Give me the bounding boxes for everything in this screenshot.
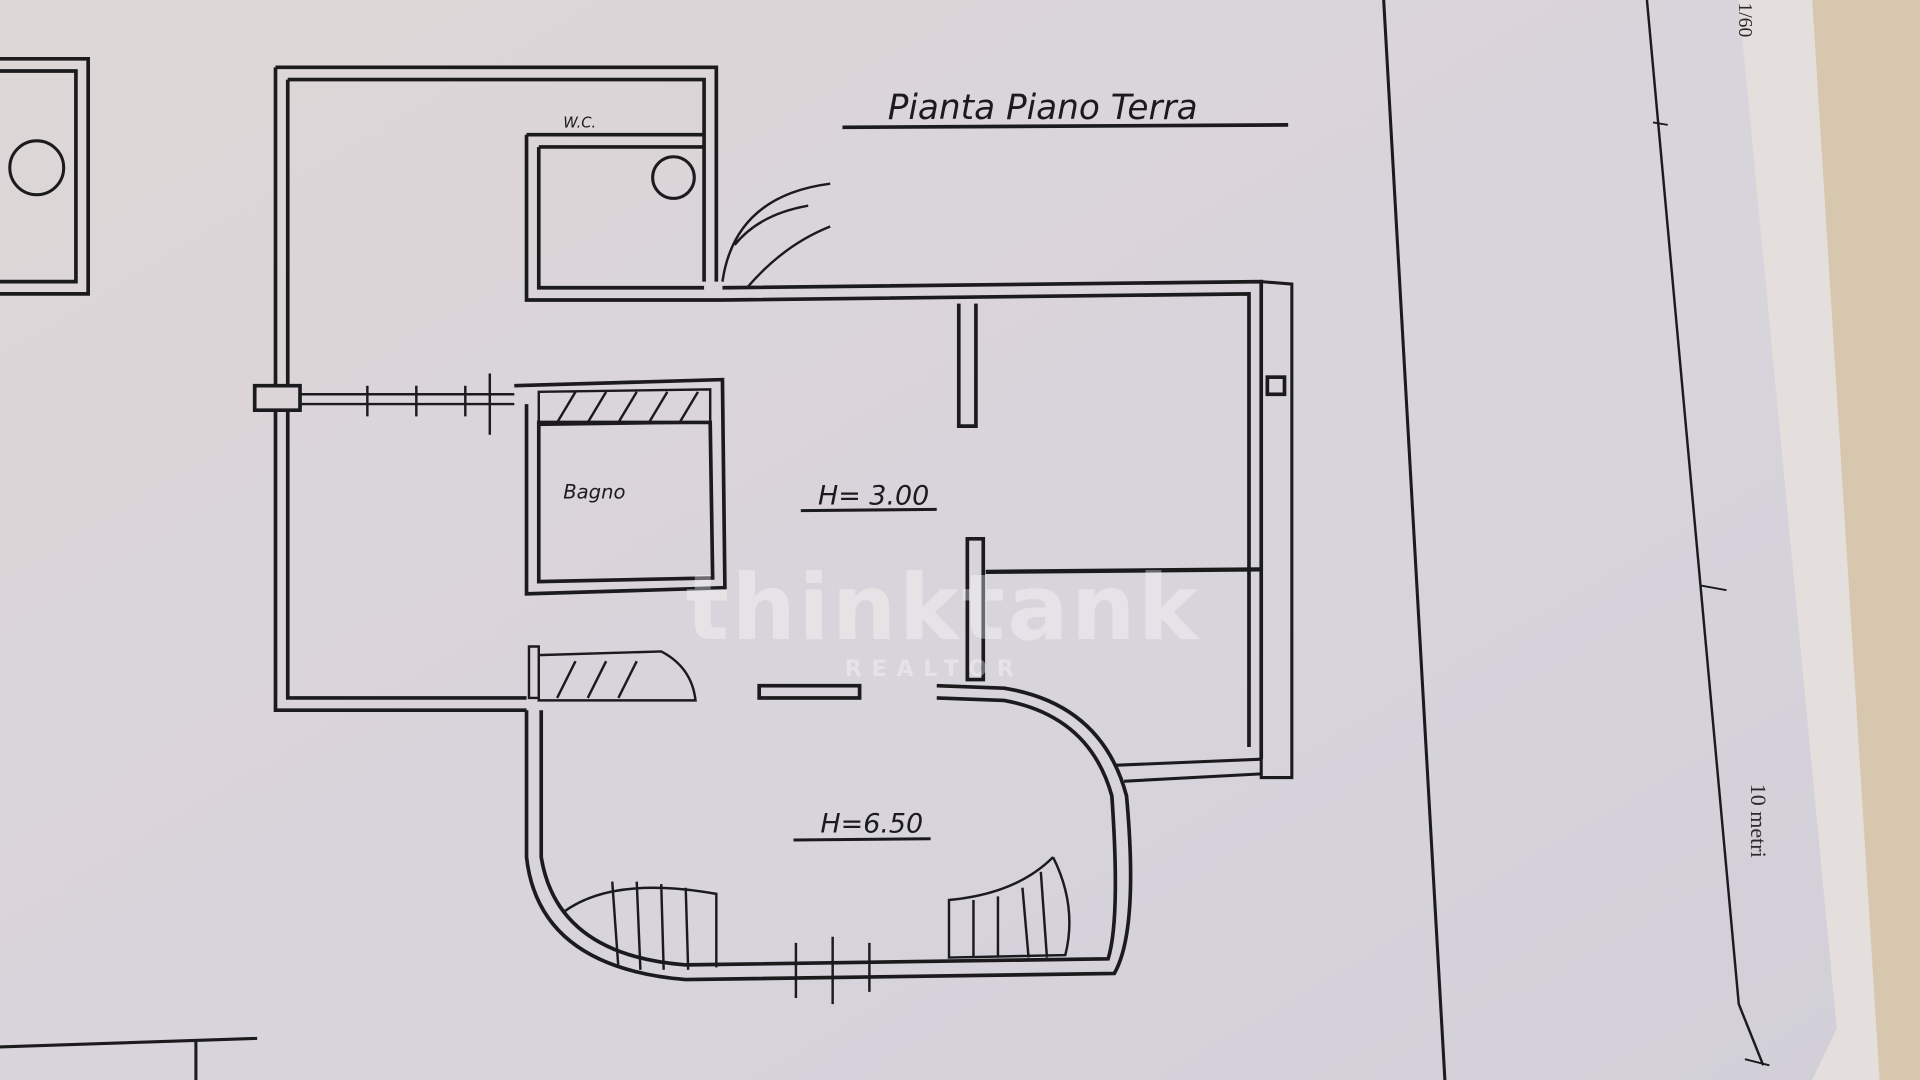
watermark-logo: thinktank [686,556,1201,661]
margin-line [1382,0,1447,1080]
wc-spiral-stair-icon [651,155,696,200]
main-room-height: H= 3.00 [818,480,929,511]
partition-wall [965,536,986,682]
scale-bar [1645,0,1765,1066]
outer-wall [273,67,527,713]
wc-wall [524,132,723,302]
door-mark [794,936,871,1005]
corner-mark: 1/60 [1734,2,1755,37]
watermark-subtitle: REALTOR [845,657,1024,682]
scale-tick [1652,121,1770,1067]
main-wall-right [1259,279,1294,780]
partition-wall [956,303,978,428]
height-underline [793,507,937,842]
hall-stair-right [947,856,1071,959]
spiral-stair-icon [8,139,66,197]
scale-label: 10 metri [1746,784,1771,858]
plan-title: Pianta Piano Terra [888,88,1198,128]
bathroom-hatch [537,388,712,427]
partition-line [985,567,1262,574]
window-marks [300,373,515,435]
lower-fragment [0,1036,258,1080]
outer-wall [275,65,719,282]
wall-nub [1265,375,1287,397]
hall-height: H=6.50 [820,809,923,840]
wc-label: W.C. [563,114,596,131]
oval-link-wall [1114,757,1262,783]
bathroom-label: Bagno [563,480,625,503]
hall-stair-left [562,881,718,970]
entry-hatch [527,645,697,702]
paper-sheet [0,0,1837,1080]
curved-stair [721,182,831,289]
oval-hall-wall [524,683,1133,982]
opening-slab [757,683,862,700]
title-underline [842,123,1289,130]
floor-plan-drawing [0,0,1770,1080]
left-room-wall [0,56,90,296]
wall-nub [252,383,302,413]
